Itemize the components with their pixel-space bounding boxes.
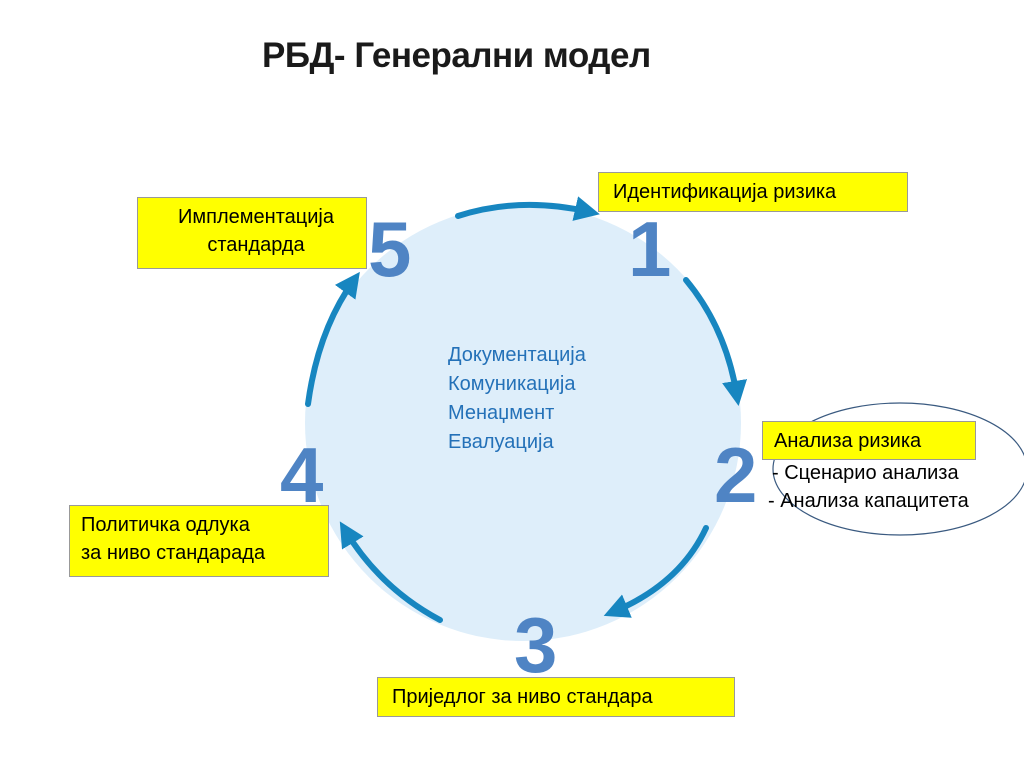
- step-5-box: Имплементација стандарда: [137, 197, 367, 269]
- step-2-label: Анализа ризика: [774, 430, 922, 452]
- step-4-box: Политичка одлука за ниво стандарада: [69, 505, 329, 577]
- step-5-label: Имплементација: [178, 206, 334, 228]
- center-item: Комуникација: [448, 373, 576, 395]
- step-4-label: Политичка одлука: [81, 514, 250, 536]
- step-number-5: 5: [368, 205, 411, 293]
- step-1-box: Идентификација ризика: [598, 172, 908, 212]
- center-item: Документација: [448, 344, 586, 366]
- center-item: Менаџмент: [448, 402, 555, 424]
- step-number-1: 1: [628, 205, 671, 293]
- arrow-4-to-5: [305, 271, 360, 407]
- arrow-2-to-3: [603, 525, 709, 618]
- step-number-4: 4: [280, 431, 323, 519]
- step-number-2: 2: [714, 431, 757, 519]
- step-2-sub-item: - Сценарио анализа: [772, 462, 959, 484]
- step-number-3: 3: [514, 601, 557, 689]
- step-1-label: Идентификација ризика: [613, 181, 837, 203]
- arrow-3-to-4: [339, 521, 443, 623]
- step-3-box: Приједлог за ниво стандара: [377, 677, 735, 717]
- center-item: Евалуација: [448, 431, 554, 453]
- cycle-circle: [305, 205, 741, 641]
- step-4-label: за ниво стандарада: [81, 542, 266, 564]
- step-2-box: Анализа ризика: [762, 421, 976, 460]
- step-5-label: стандарда: [207, 234, 305, 256]
- arrow-5-to-1: [455, 196, 600, 221]
- step-2-sub-item: - Анализа капацитета: [768, 490, 969, 512]
- center-list: Документација Комуникација Менаџмент Ева…: [448, 341, 586, 457]
- slide-title: РБД- Генерални модел: [262, 36, 651, 75]
- step-3-label: Приједлог за ниво стандара: [392, 686, 653, 708]
- analysis-ellipse: [772, 402, 1024, 536]
- arrow-1-to-2: [683, 277, 748, 406]
